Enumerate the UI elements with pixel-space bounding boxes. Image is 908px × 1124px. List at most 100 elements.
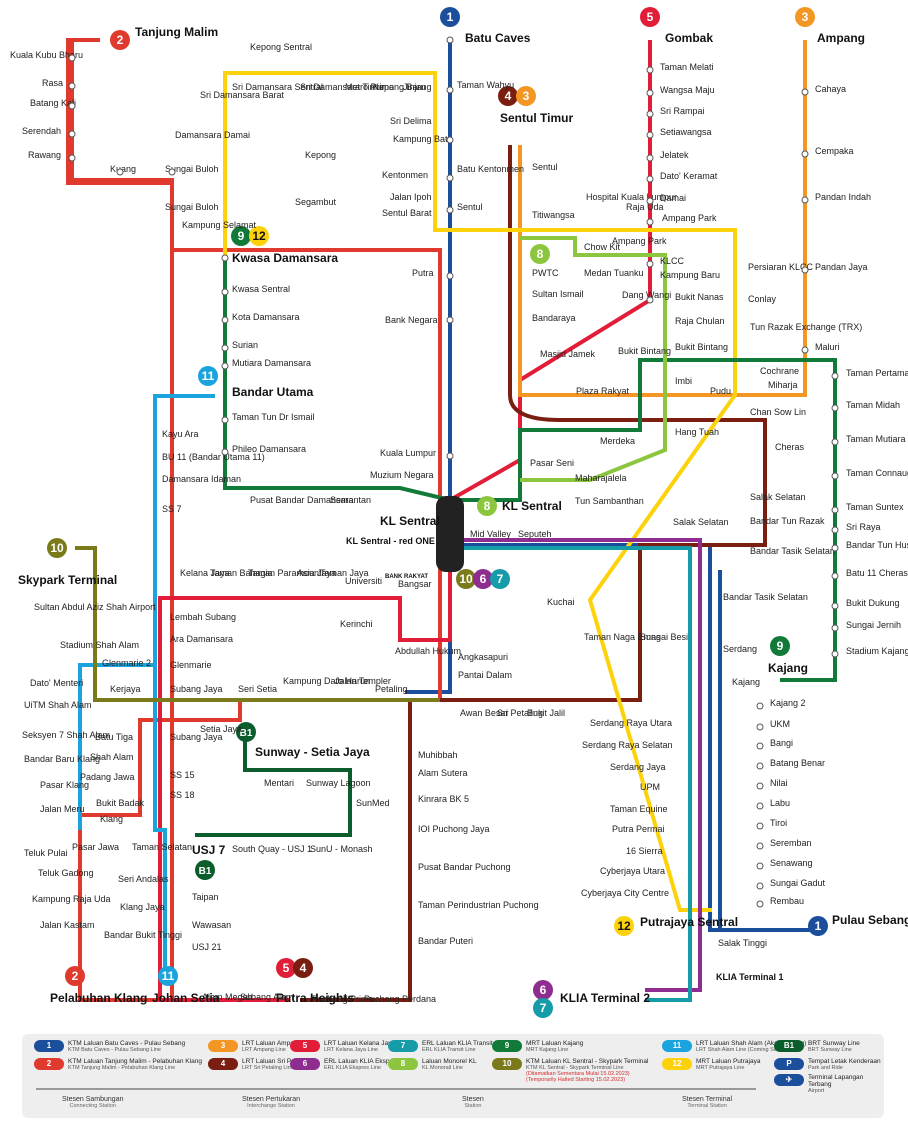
station-dot xyxy=(68,130,76,138)
station-label-merdeka: Merdeka xyxy=(600,436,635,446)
badge-line-11: 11 xyxy=(198,366,218,386)
station-label-senawang: Senawang xyxy=(770,858,813,868)
line-ktm-10-path xyxy=(75,546,440,702)
station-dot xyxy=(801,196,809,204)
station-label-segambut: Segambut xyxy=(295,197,337,207)
station-label-rawang: Rawang xyxy=(28,150,61,160)
station-dot xyxy=(68,154,76,162)
station-dot xyxy=(756,723,764,731)
station-label-tun-sambanthan: Tun Sambanthan xyxy=(575,496,644,506)
station-label-bandar-tun-razak: Bandar Tun Razak xyxy=(750,516,825,526)
station-label-salak-tinggi: Salak Tinggi xyxy=(718,938,767,948)
svg-text:6: 6 xyxy=(540,983,547,997)
station-label-labu: Labu xyxy=(770,798,790,808)
legend-chip: 8 xyxy=(388,1058,418,1070)
station-label-sungai-buloh: Sungai Buloh xyxy=(165,164,219,174)
station-label-subang-jaya-b: Subang Jaya xyxy=(170,732,223,742)
station-label-serendah: Serendah xyxy=(22,126,61,136)
station-label-bukit-bintang: Bukit Bintang xyxy=(675,342,728,352)
line-lrt-5-path xyxy=(158,40,652,1002)
legend-chip: 9 xyxy=(492,1040,522,1052)
station-label-serdang-jaya: Serdang Jaya xyxy=(610,762,666,772)
station-label-damansara-damai: Damansara Damai xyxy=(175,130,250,140)
badge-line-4: 4 xyxy=(498,86,518,106)
badge-line-1-pulau: 1 xyxy=(808,916,828,936)
station-label-tun-razak: Tun Razak Exchange (TRX) xyxy=(750,322,862,332)
station-label-bangi: Bangi xyxy=(770,738,793,748)
station-label-batang-benar: Batang Benar xyxy=(770,758,825,768)
station-label-sri-damansara-timur: Sri Damansara Timur xyxy=(300,82,385,92)
legend-key-bar xyxy=(36,1088,756,1090)
legend-chip: 1 xyxy=(34,1040,64,1052)
station-dot xyxy=(831,544,839,552)
station-dot xyxy=(756,742,764,750)
station-label-bandar-bukit-tinggi: Bandar Bukit Tinggi xyxy=(104,930,182,940)
station-label-klang: Klang xyxy=(100,814,123,824)
station-dot xyxy=(68,102,76,110)
station-label-rasa: Rasa xyxy=(42,78,63,88)
svg-text:1: 1 xyxy=(447,10,454,24)
station-label-upm: UPM xyxy=(640,782,660,792)
station-dot xyxy=(646,218,654,226)
legend-chip: 12 xyxy=(662,1058,692,1070)
station-dot xyxy=(646,89,654,97)
station-dot xyxy=(831,404,839,412)
station-label-wawasan: Wawasan xyxy=(192,920,231,930)
station-label-surian: Surian xyxy=(232,340,258,350)
station-label-kentonmen: Kentonmen xyxy=(382,170,428,180)
station-label-teluk-gadong: Teluk Gadong xyxy=(38,868,94,878)
station-label-uitm: UiTM Shah Alam xyxy=(24,700,92,710)
svg-text:7: 7 xyxy=(540,1001,547,1015)
station-label-lembah-subang: Lembah Subang xyxy=(170,612,236,622)
svg-text:B1: B1 xyxy=(240,728,253,739)
badge-line-5-putra: 5 xyxy=(276,958,296,978)
station-label-jelatek: Jelatek xyxy=(660,150,689,160)
station-label-sentul-barat: Sentul Barat xyxy=(382,208,432,218)
station-label-titiwangsa: Titiwangsa xyxy=(532,210,575,220)
station-label-padang-jawa: Padang Jawa xyxy=(80,772,135,782)
station-label-ara-damansara: Ara Damansara xyxy=(170,634,233,644)
station-label-stadium-shah-alam: Stadium Shah Alam xyxy=(60,640,139,650)
station-label-kuchai: Kuchai xyxy=(547,597,575,607)
svg-text:5: 5 xyxy=(647,10,654,24)
station-dot xyxy=(221,362,229,370)
station-label-taman-melati: Taman Melati xyxy=(660,62,714,72)
station-label-sungai-buloh-b: Sungai Buloh xyxy=(165,202,219,212)
station-label-pasar-jawa: Pasar Jawa xyxy=(72,842,119,852)
badge-line-7-klia: 7 xyxy=(533,998,553,1018)
station-dot xyxy=(756,862,764,870)
station-dot xyxy=(831,372,839,380)
station-label-sri-damansara-sentral: Sri Damansara Sentral xyxy=(232,82,323,92)
station-dot xyxy=(831,438,839,446)
badge-line-8: 8 xyxy=(530,244,550,264)
station-dot xyxy=(446,136,454,144)
legend-chip: 6 xyxy=(290,1058,320,1070)
station-label-putra: Putra xyxy=(412,268,434,278)
station-label-conlay: Conlay xyxy=(748,294,777,304)
station-title-pulau-sebang: Pulau Sebang xyxy=(832,913,908,927)
station-label-taman-equine: Taman Equine xyxy=(610,804,668,814)
station-label-pwtc: PWTC xyxy=(532,268,559,278)
station-label-sungai-gadut: Sungai Gadut xyxy=(770,878,826,888)
station-title-klia2: KLIA Terminal 2 xyxy=(560,991,650,1005)
station-label-cochrane: Cochrane xyxy=(760,366,799,376)
station-bangsar: Bangsar xyxy=(398,579,432,589)
station-dot xyxy=(756,702,764,710)
station-dot xyxy=(221,254,229,262)
legend-chip: P xyxy=(774,1058,804,1070)
station-label-hang-tuah: Hang Tuah xyxy=(675,427,719,437)
station-label-jalan-kastam: Jalan Kastam xyxy=(40,920,95,930)
svg-text:7: 7 xyxy=(497,572,504,586)
station-label-ioi-puchong: IOI Puchong Jaya xyxy=(418,824,490,834)
legend-chip: 4 xyxy=(208,1058,238,1070)
station-label-sunmed: SunMed xyxy=(356,798,390,808)
svg-text:11: 11 xyxy=(162,969,175,983)
station-label-sri-rampai: Sri Rampai xyxy=(660,106,705,116)
station-dot xyxy=(756,802,764,810)
svg-text:4: 4 xyxy=(505,89,512,103)
station-label-taman-selatan: Taman Selatan xyxy=(132,842,192,852)
station-label-pantai-dalam: Pantai Dalam xyxy=(458,670,512,680)
station-label-chow-kit: Chow Kit xyxy=(584,242,621,252)
